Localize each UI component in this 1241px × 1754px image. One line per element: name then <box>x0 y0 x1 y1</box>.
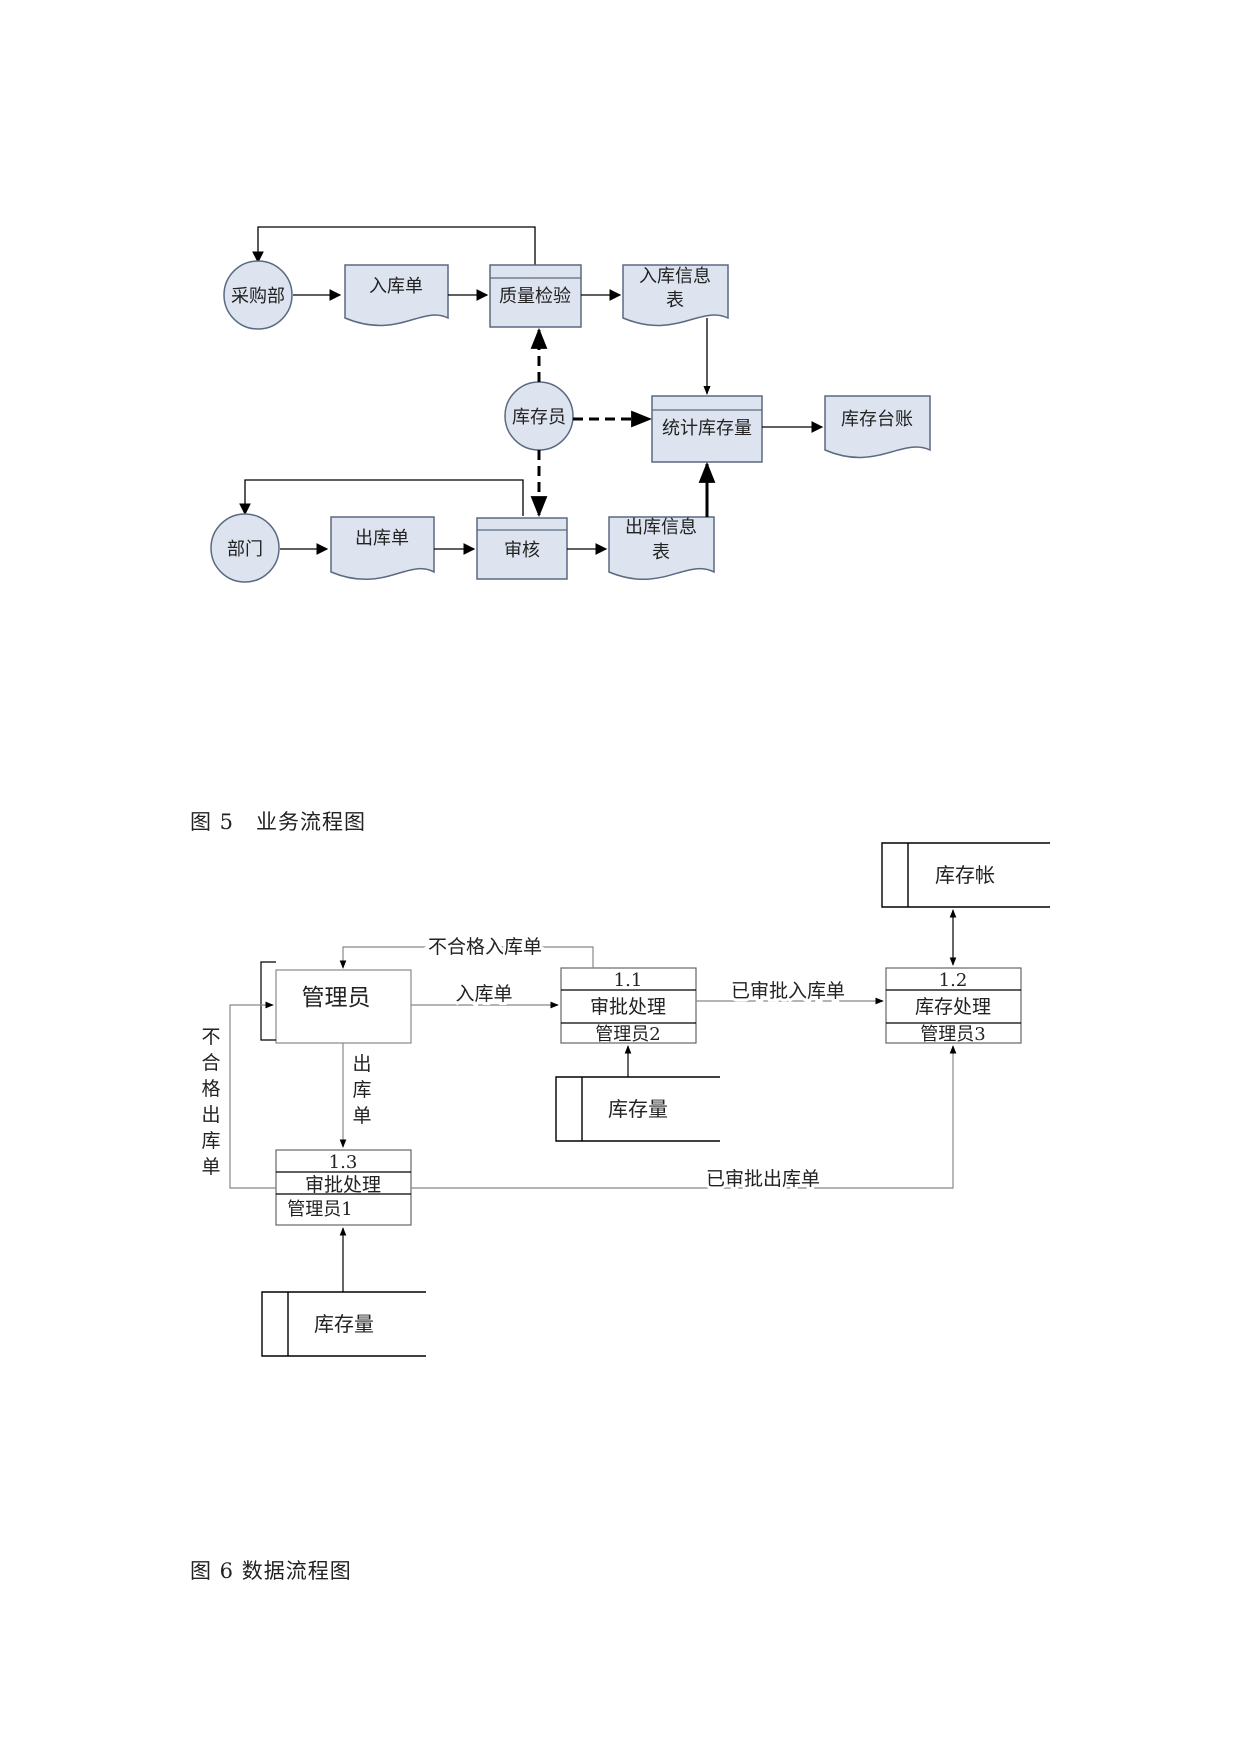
label-rejected-out-1: 不 <box>201 1026 220 1048</box>
store-qty-2: 库存量 <box>261 1291 426 1357</box>
node-department <box>210 513 280 583</box>
process-1-3-name: 审批处理 <box>305 1174 381 1196</box>
label-outbound-info-1: 出库信息 <box>625 517 697 538</box>
process-1-2-id: 1.2 <box>939 970 968 991</box>
flow-audit-to-dept <box>239 479 524 516</box>
label-warehouse-keeper: 库存员 <box>512 407 566 428</box>
label-rejected-in: 不合格入库单 <box>428 936 542 958</box>
label-store-qty-2: 库存量 <box>314 1312 374 1336</box>
node-purchase-dept <box>223 260 293 330</box>
figure6-data-flow: 库存帐 管理员 1.1 审批处理 管理员2 1.2 库存处理 管理员3 <box>196 842 1050 1357</box>
label-approved-out: 已审批出库单 <box>706 1168 820 1190</box>
process-1-3: 1.3 审批处理 管理员1 <box>275 1149 412 1226</box>
label-approved-in: 已审批入库单 <box>731 980 845 1002</box>
node-inbound-info <box>622 264 729 327</box>
label-stat-stock: 统计库存量 <box>662 418 752 439</box>
flow-quality-to-purchase <box>252 226 536 265</box>
label-rejected-out-2: 合 <box>201 1052 220 1074</box>
node-audit <box>476 517 568 580</box>
node-stock-ledger <box>824 395 931 459</box>
label-admin: 管理员 <box>302 985 371 1011</box>
label-rejected-out-4: 出 <box>201 1104 220 1126</box>
label-outbound-2: 库 <box>352 1079 371 1101</box>
node-outbound-slip <box>330 516 435 581</box>
label-inbound: 入库单 <box>455 983 512 1005</box>
store-qty-1: 库存量 <box>555 1076 720 1142</box>
label-store-qty-1: 库存量 <box>608 1097 668 1121</box>
flow-rejected-in <box>339 946 594 969</box>
figure5-caption: 图 5 业务流程图 <box>190 810 367 834</box>
label-inbound-info-1: 入库信息 <box>639 266 711 287</box>
process-1-2: 1.2 库存处理 管理员3 <box>885 967 1022 1045</box>
node-admin <box>275 969 412 1044</box>
node-quality-check <box>489 264 582 328</box>
node-inbound-slip <box>344 264 449 327</box>
label-inbound-info-2: 表 <box>666 290 684 311</box>
flow-rejected-out <box>229 1001 276 1189</box>
label-outbound-slip: 出库单 <box>355 528 409 549</box>
figure5-business-flow: 采购部 入库单 质量检验 入库信息 表 库存员 统计库存量 库存台账 <box>210 226 931 583</box>
label-rejected-out-6: 单 <box>201 1156 220 1178</box>
process-1-3-id: 1.3 <box>329 1152 358 1173</box>
label-quality-check: 质量检验 <box>499 286 571 307</box>
figure6-caption: 图 6 数据流程图 <box>190 1559 352 1583</box>
label-purchase-dept: 采购部 <box>231 286 285 307</box>
label-rejected-out-3: 格 <box>201 1078 220 1100</box>
process-1-1: 1.1 审批处理 管理员2 <box>560 967 697 1045</box>
label-inbound-slip: 入库单 <box>369 276 423 297</box>
label-rejected-out-5: 库 <box>201 1130 220 1152</box>
label-outbound-1: 出 <box>352 1053 371 1075</box>
flow-approved-out <box>411 1045 957 1189</box>
label-department: 部门 <box>227 539 263 560</box>
label-outbound-info-2: 表 <box>652 542 670 563</box>
process-1-2-owner: 管理员3 <box>920 1024 985 1045</box>
process-1-3-owner: 管理员1 <box>287 1199 352 1220</box>
label-audit: 审核 <box>504 540 540 561</box>
process-1-1-name: 审批处理 <box>590 996 666 1018</box>
node-outbound-info <box>608 516 715 581</box>
node-stat-stock <box>651 395 763 463</box>
store-ledger: 库存帐 <box>881 842 1050 908</box>
label-outbound-3: 单 <box>352 1105 371 1127</box>
label-stock-ledger: 库存台账 <box>841 409 913 430</box>
process-1-1-id: 1.1 <box>614 970 643 991</box>
label-store-ledger: 库存帐 <box>935 863 995 887</box>
process-1-1-owner: 管理员2 <box>595 1024 660 1045</box>
process-1-2-name: 库存处理 <box>915 996 991 1018</box>
